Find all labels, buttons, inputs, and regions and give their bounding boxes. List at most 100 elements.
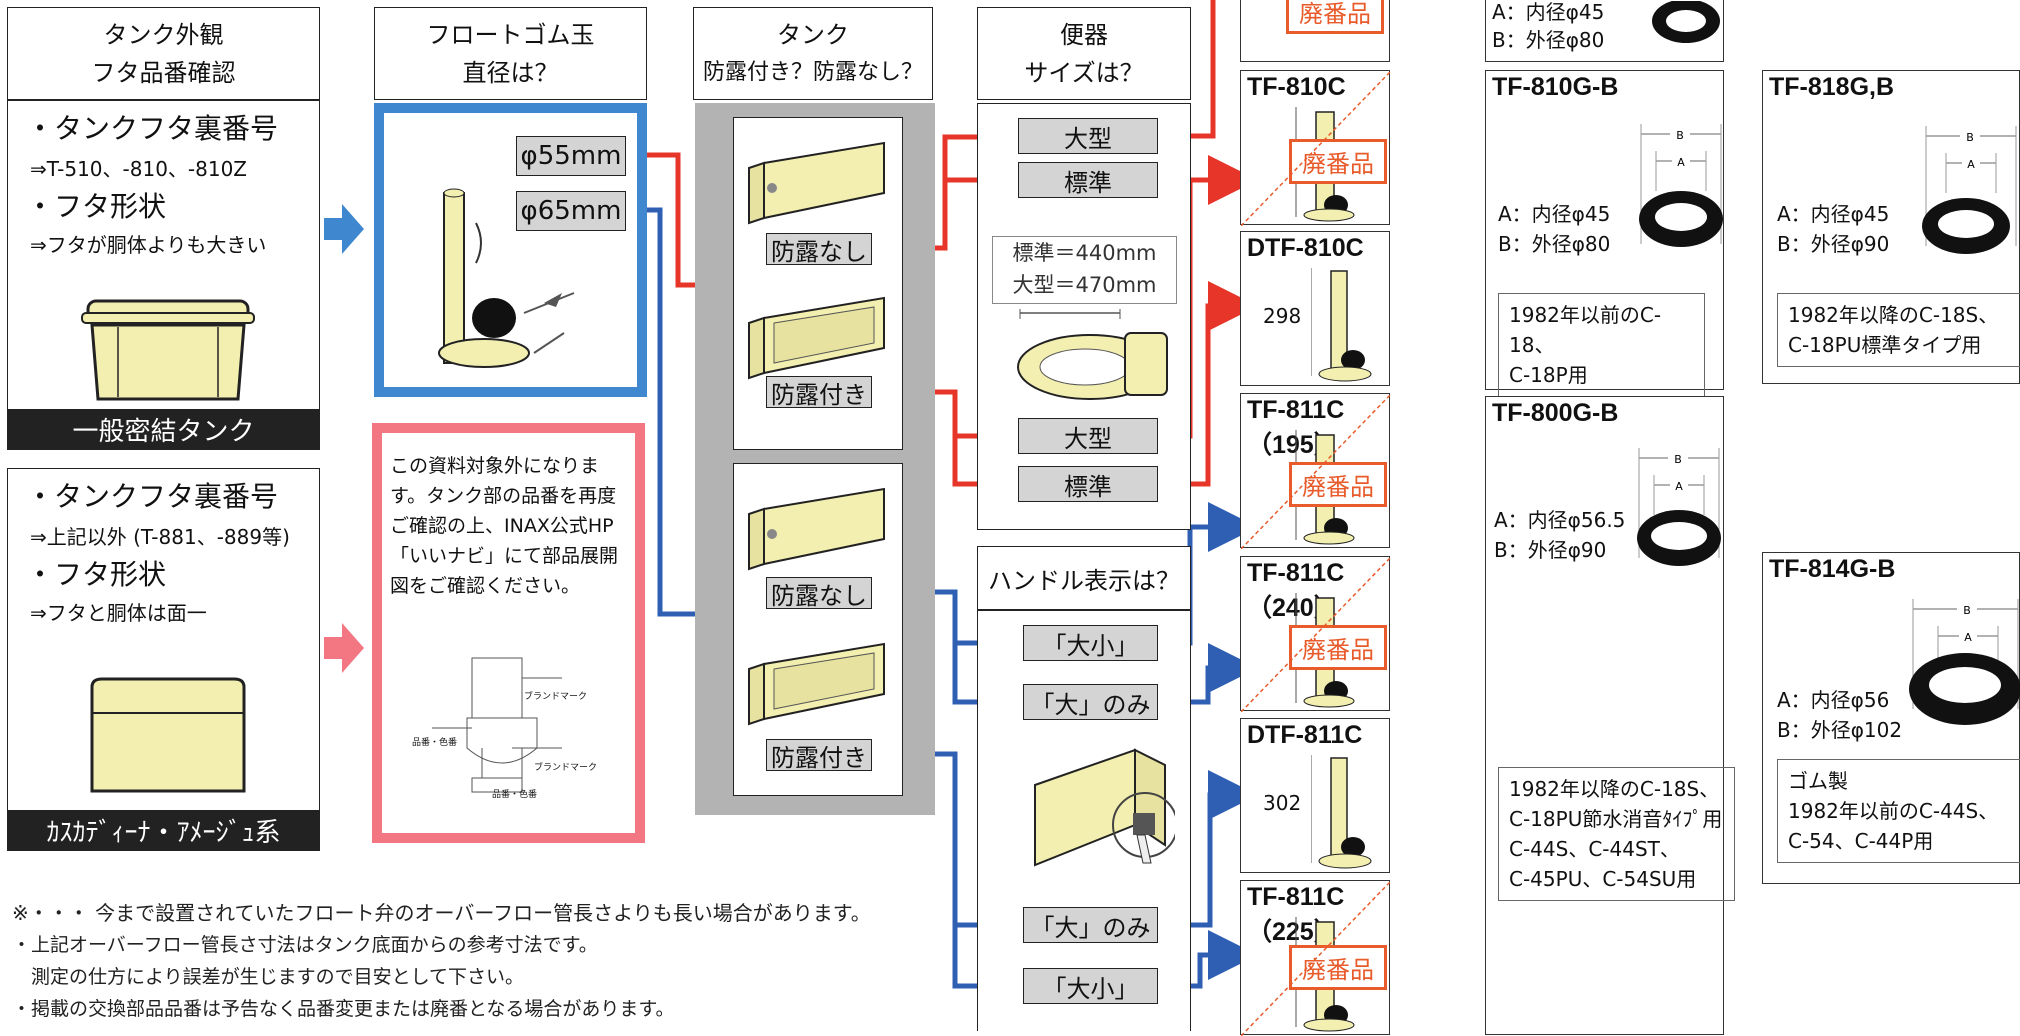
gasket-diagram: B A <box>1639 124 1723 247</box>
out-of-scope-notice: この資料対象外になります。タンク部の品番を再度ご確認の上、INAX公式HP「いい… <box>390 455 619 597</box>
large-size-value: 大型＝470mm <box>1012 273 1157 297</box>
gasket-card-top: A：内径φ45 B：外径φ80 <box>1485 0 1724 62</box>
gauge-a-label: A <box>1967 158 1975 171</box>
toilet-top-view-illustration <box>1017 309 1168 400</box>
inner-diameter: A：内径φ56.5 <box>1494 508 1626 532</box>
note-line: C-54、C-44P用 <box>1788 829 1934 853</box>
header-line-1: 便器 <box>1060 20 1108 49</box>
part-card-tf811c-225: TF-811C（225） 廃番品 <box>1240 880 1391 1036</box>
header-line-2: フタ品番確認 <box>91 58 236 87</box>
blue-big-arrow <box>324 204 364 254</box>
standard-size-button-2[interactable]: 標準 <box>1018 466 1158 502</box>
inner-diameter: A：内径φ45 <box>1777 202 1890 226</box>
dai-only-button[interactable]: 「大」のみ <box>1023 684 1158 720</box>
tank-group-65: 防露なし 防露付き <box>733 463 903 796</box>
outer-diameter: B：外径φ80 <box>1492 28 1605 52</box>
part-title: TF-800G-B <box>1492 399 1619 427</box>
lid-number-value: ⇒T-510、-810、-810Z <box>30 157 248 181</box>
model-number-label: 品番・色番 <box>492 790 538 800</box>
gauge-b-label: B <box>1674 453 1682 466</box>
part-title: TF-814G-B <box>1769 555 1896 583</box>
discontinued-badge: 廃番品 <box>1289 945 1387 990</box>
gasket-card-tf800g: TF-800G-B B A A：内径φ56.5 B：外径φ90 1982年以降の… <box>1485 396 1735 1035</box>
part-card-top: 廃番品 <box>1240 0 1390 62</box>
header-line-2: サイズは？ <box>1024 58 1144 87</box>
part-title: DTF-811C <box>1247 721 1363 749</box>
daisho-button-2[interactable]: 「大小」 <box>1023 968 1158 1004</box>
float-ball-header: フロートゴム玉 直径は？ <box>374 7 647 100</box>
part-title: DTF-810C <box>1247 234 1364 262</box>
applicable-models-note: 1982年以前のC-18、 C-18P用 <box>1498 293 1705 397</box>
lid-number-heading: ・タンクフタ裏番号 <box>26 480 279 513</box>
standard-size-button[interactable]: 標準 <box>1018 162 1158 198</box>
large-size-button[interactable]: 大型 <box>1018 118 1158 154</box>
note-line: C-18PU節水消音ﾀｲﾌﾟ用 <box>1509 807 1723 831</box>
diameter-65-button[interactable]: φ65mm <box>516 191 626 231</box>
inner-diameter: A：内径φ45 <box>1492 0 1605 24</box>
part-card-tf811c-240: TF-811C（240） 廃番品 <box>1240 556 1391 712</box>
part-title: TF-810C <box>1247 73 1346 101</box>
pink-big-arrow <box>324 623 364 673</box>
note-line: ゴム製 <box>1788 769 1848 793</box>
cascadina-tank-illustration <box>90 677 246 793</box>
float-valve-icon <box>1295 593 1355 708</box>
gasket-diagram: B A <box>1922 126 2017 254</box>
footer-note: 測定の仕方により誤差が生じますので目安として下さい。 <box>12 966 525 988</box>
applicable-models-note: 1982年以降のC-18S、 C-18PU標準タイプ用 <box>1777 293 2020 367</box>
tank-no-dew-icon <box>748 487 885 571</box>
note-line: 1982年以降のC-18S、 <box>1788 303 1999 327</box>
gauge-a-label: A <box>1677 156 1685 169</box>
header-line-1: タンク外観 <box>103 20 224 49</box>
part-card-dtf811c: DTF-811C 302 <box>1240 718 1390 873</box>
general-tank-label: 一般密結タンク <box>8 409 319 449</box>
dai-only-button-2[interactable]: 「大」のみ <box>1023 907 1158 943</box>
out-of-scope-panel: この資料対象外になります。タンク部の品番を再度ご確認の上、INAX公式HP「いい… <box>372 423 645 843</box>
discontinued-badge: 廃番品 <box>1289 625 1387 670</box>
float-valve-icon <box>1311 268 1372 382</box>
tank-with-dew-icon <box>748 296 885 380</box>
discontinued-slash <box>1241 881 1391 1036</box>
discontinued-badge: 廃番品 <box>1289 139 1387 184</box>
toilet-model-diagram <box>432 657 562 793</box>
brand-mark-label: ブランドマーク <box>534 763 598 773</box>
outer-diameter: B：外径φ90 <box>1777 232 1890 256</box>
lid-shape-value: ⇒フタが胴体よりも大きい <box>30 233 267 257</box>
footer-notes: ※・・・ 今まで設置されていたフロート弁のオーバーフロー管長さよりも長い場合があ… <box>12 897 962 1025</box>
no-dew-button[interactable]: 防露なし <box>766 233 872 266</box>
general-tank-illustration <box>81 299 255 401</box>
brand-mark-label: ブランドマーク <box>524 692 588 702</box>
note-line: C-18PU標準タイプ用 <box>1788 333 1982 357</box>
note-line: C-44S、C-44ST、 <box>1509 837 1680 861</box>
lid-shape-value: ⇒フタと胴体は面一 <box>30 601 207 625</box>
lid-number-heading: ・タンクフタ裏番号 <box>26 112 279 145</box>
part-card-tf810c: TF-810C 廃番品 <box>1240 70 1391 226</box>
discontinued-badge: 廃番品 <box>1289 462 1387 507</box>
note-line: 1982年以降のC-18S、 <box>1509 777 1720 801</box>
discontinued-slash <box>1241 557 1391 712</box>
outer-diameter: B：外径φ80 <box>1498 232 1611 256</box>
no-dew-button[interactable]: 防露なし <box>766 577 872 610</box>
gauge-b-label: B <box>1963 604 1971 617</box>
general-tank-panel: ・タンクフタ裏番号 ⇒T-510、-810、-810Z ・フタ形状 ⇒フタが胴体… <box>7 100 320 450</box>
applicable-models-note: 1982年以降のC-18S、 C-18PU節水消音ﾀｲﾌﾟ用 C-44S、C-4… <box>1498 767 1735 901</box>
header-line-1: タンク <box>777 20 849 49</box>
tank-with-dew-icon <box>748 642 885 726</box>
diameter-55-button[interactable]: φ55mm <box>516 136 626 176</box>
size-legend: 標準＝440mm 大型＝470mm <box>992 236 1177 304</box>
gauge-a-label: A <box>1964 631 1972 644</box>
daisho-button[interactable]: 「大小」 <box>1023 625 1158 661</box>
float-ball-panel: φ55mm φ65mm <box>374 103 647 397</box>
gasket-ring-icon <box>1652 1 1720 43</box>
float-valve-illustration <box>438 188 575 368</box>
gasket-card-tf814: TF-814G-B B A A：内径φ56 B：外径φ102 ゴム製 1982年… <box>1762 552 2020 884</box>
part-title: TF-810G-B <box>1492 73 1619 101</box>
footer-note: ・上記オーバーフロー管長さ寸法はタンク底面からの参考寸法です。 <box>12 934 598 956</box>
gauge-a-label: A <box>1675 480 1683 493</box>
gasket-card-tf810g: TF-810G-B B A A：内径φ45 B：外径φ80 1982年以前のC-… <box>1485 70 1724 397</box>
large-size-button-2[interactable]: 大型 <box>1018 418 1158 454</box>
header-line-1: フロートゴム玉 <box>426 20 595 49</box>
note-line: C-45PU、C-54SU用 <box>1509 867 1697 891</box>
dew-button[interactable]: 防露付き <box>766 376 872 409</box>
dew-button[interactable]: 防露付き <box>766 739 872 772</box>
gasket-diagram: B A <box>1909 599 2020 725</box>
